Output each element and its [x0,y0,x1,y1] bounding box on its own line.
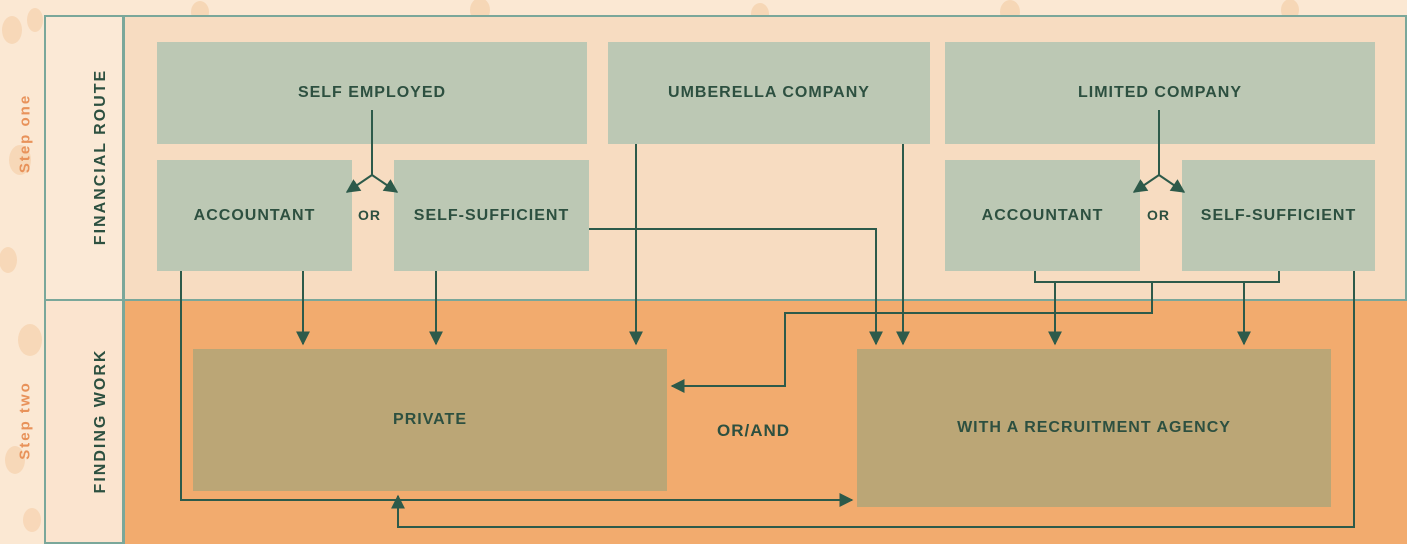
limited-loop-to-private-arrow [391,271,1355,528]
self-sufficient-left-to-agency-arrow [589,228,883,346]
self-employed-to-self-sufficient-arrow [371,174,399,193]
umbrella-company-box: UMBERELLA COMPANY [608,42,930,144]
limited-to-private-arrow [670,282,1153,393]
private-box: PRIVATE [193,349,667,491]
limited-to-accountant-arrow [1132,174,1160,193]
step-one-label-column [44,15,124,301]
limited-options-bracket [1034,271,1280,283]
self-employed-box: SELF EMPLOYED [157,42,587,144]
accountant-box-left: ACCOUNTANT [157,160,352,271]
accountant-box-right: ACCOUNTANT [945,160,1140,271]
or-label-left: OR [358,207,381,223]
recruitment-agency-box: WITH A RECRUITMENT AGENCY [857,349,1331,507]
limited-to-self-sufficient-arrow [1158,174,1186,193]
or-and-label: OR/AND [717,421,791,440]
self-sufficient-box-right: SELF-SUFFICIENT [1182,160,1375,271]
or-label-right: OR [1147,207,1170,223]
accountant-left-to-agency-arrow [180,271,854,507]
self-employed-to-accountant-arrow [345,174,373,193]
self-sufficient-box-left: SELF-SUFFICIENT [394,160,589,271]
step-two-label-column [44,299,124,544]
